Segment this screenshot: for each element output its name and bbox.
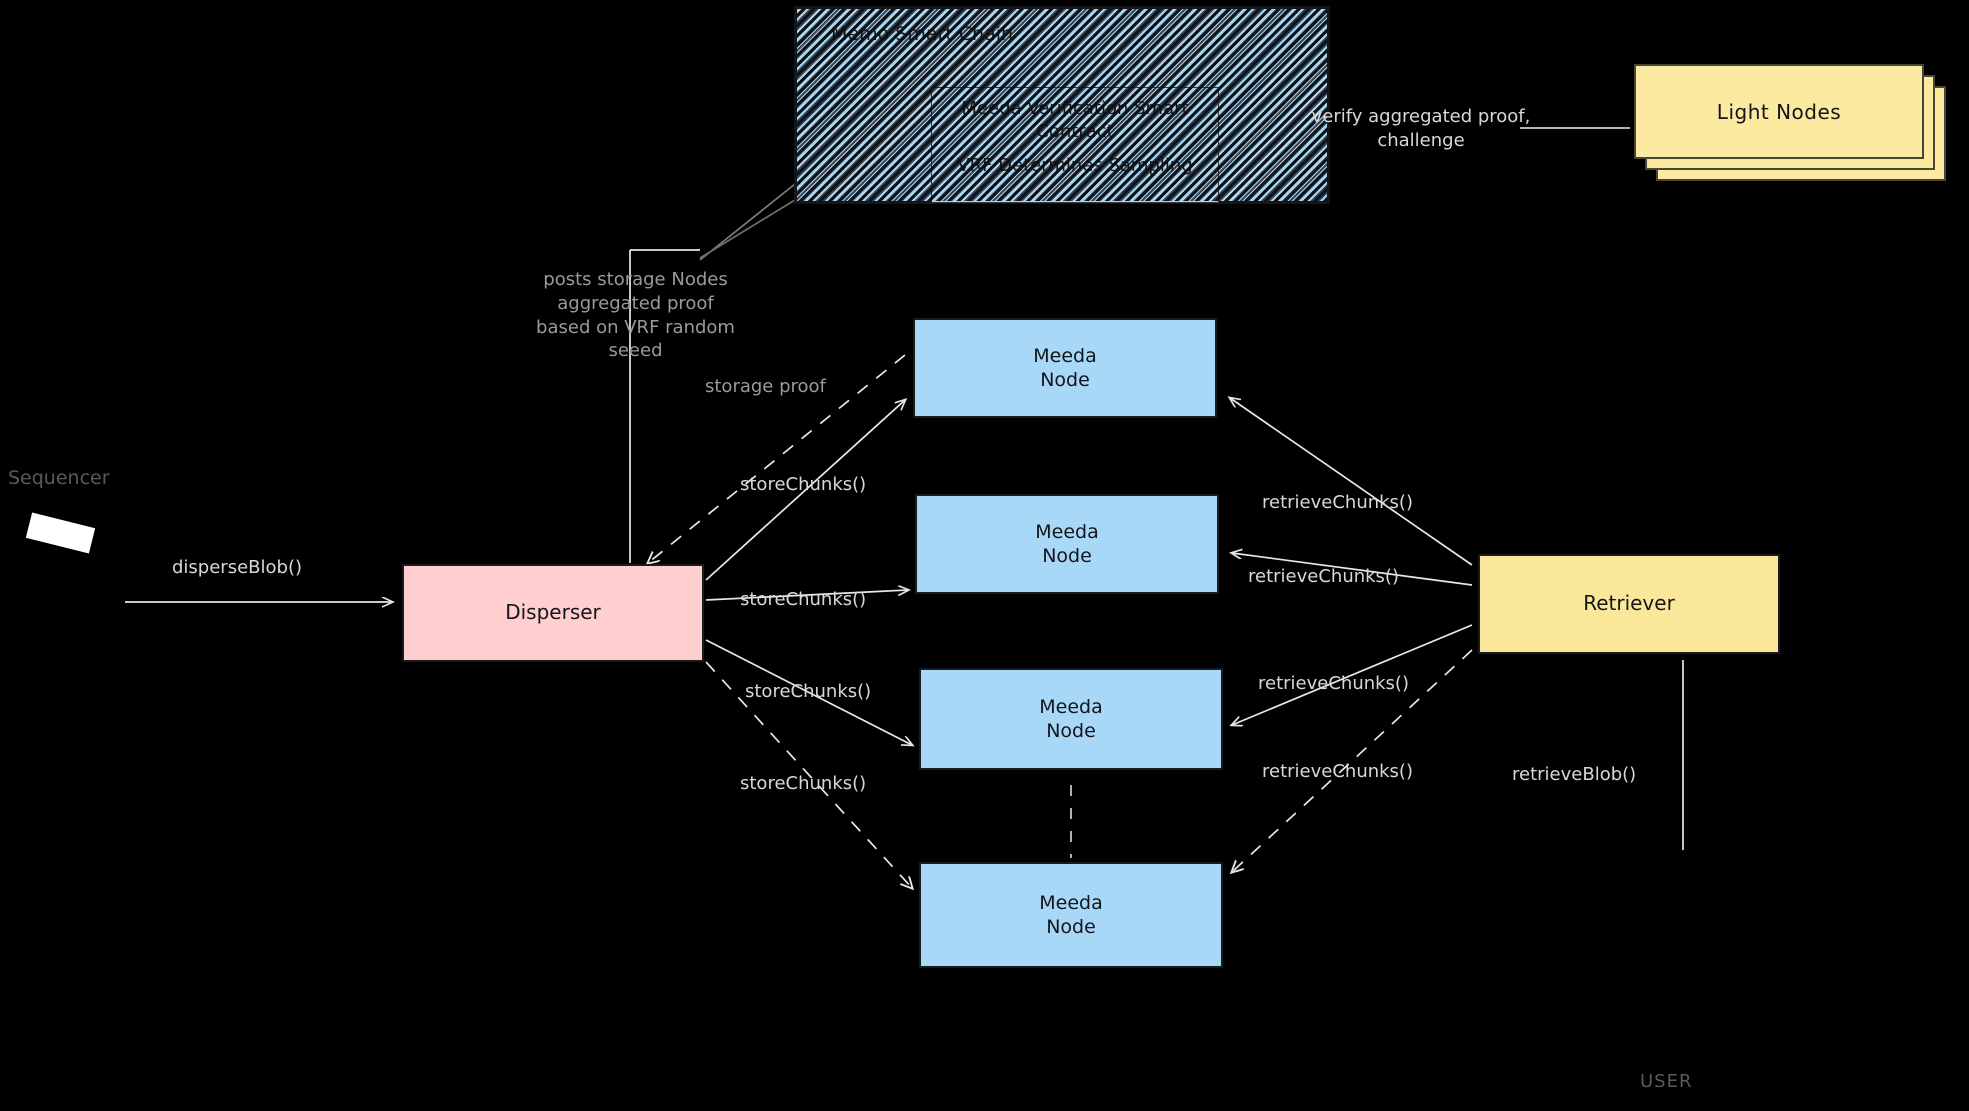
meeda-3-label: Meeda Node [1039,695,1103,742]
meeda-4-label: Meeda Node [1039,891,1103,938]
edge-label-verify-proof: verify aggregated proof, challenge [1311,106,1531,151]
edge-label-retrieve-chunks-3: retrieveChunks() [1258,673,1409,694]
node-verification-contract[interactable]: Meeda Verification Smart Contract VRF De… [931,87,1219,203]
edge-storage-proof [648,354,906,563]
node-light-nodes-stack[interactable]: Light Nodes [1634,64,1964,184]
edge-store-chunks-2 [705,590,908,601]
edge-label-retrieve-chunks-4: retrieveChunks() [1262,761,1413,782]
edge-label-disperse-blob: disperseBlob() [172,557,302,578]
node-meeda-1[interactable]: Meeda Node [913,318,1217,418]
edge-retrieve-chunks-3 [1232,624,1473,725]
edge-retrieve-chunks-1 [1230,398,1473,566]
light-nodes-label: Light Nodes [1716,99,1842,124]
edge-label-store-chunks-1: storeChunks() [740,474,867,495]
verification-contract-label: Meeda Verification Smart Contract [961,98,1189,143]
edge-label-posts-proof: posts storage Nodes aggregated proof bas… [536,269,735,362]
edge-retrieve-chunks-2 [1232,553,1473,586]
vrf-sampling-label: VRF Determines Sampling [957,154,1193,176]
light-nodes-card-front[interactable]: Light Nodes [1634,64,1924,159]
edge-label-store-chunks-2: storeChunks() [740,589,867,610]
edge-label-retrieve-chunks-2: retrieveChunks() [1248,566,1399,587]
edge-label-retrieve-chunks-1: retrieveChunks() [1262,492,1413,513]
user-label: USER [1640,1071,1693,1092]
node-retriever[interactable]: Retriever [1478,554,1780,654]
edge-label-storage-proof: storage proof [705,376,826,397]
meeda-1-label: Meeda Node [1033,344,1097,391]
edge-label-store-chunks-3: storeChunks() [745,681,872,702]
edge-retrieve-chunks-4 [1232,649,1473,872]
sequencer-label: Sequencer [8,467,110,489]
meeda-2-label: Meeda Node [1035,520,1099,567]
node-meeda-2[interactable]: Meeda Node [915,494,1219,594]
node-smart-chain[interactable]: Memo Smart Chain Meeda Verification Smar… [794,6,1330,204]
edge-posts-proof-leader [699,179,801,261]
smart-chain-title: Memo Smart Chain [831,23,1014,45]
retriever-label: Retriever [1583,591,1675,616]
disperser-label: Disperser [505,600,601,625]
node-meeda-4[interactable]: Meeda Node [919,862,1223,968]
node-disperser[interactable]: Disperser [402,564,704,662]
edge-store-chunks-4 [705,661,912,888]
edge-store-chunks-1 [705,400,905,581]
edge-label-retrieve-blob: retrieveBlob() [1512,764,1637,785]
edge-label-store-chunks-4: storeChunks() [740,773,867,794]
edge-store-chunks-3 [705,639,912,745]
node-meeda-3[interactable]: Meeda Node [919,668,1223,770]
edge-chain-to-disperser [699,199,796,259]
